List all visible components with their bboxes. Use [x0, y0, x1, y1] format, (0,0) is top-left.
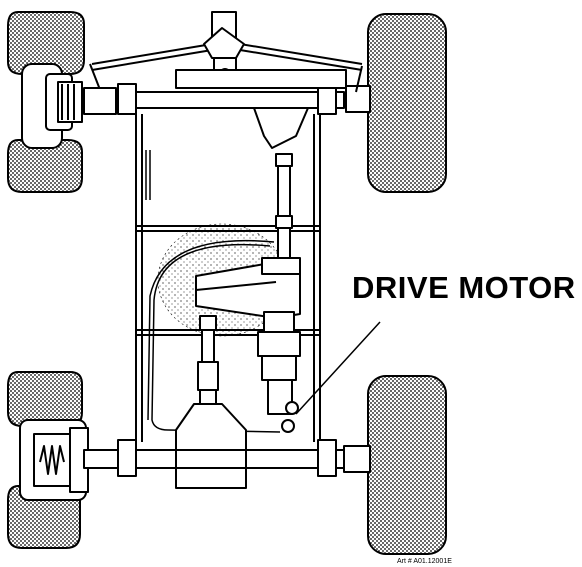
- front-right-tire: [345, 13, 447, 193]
- drive-motor-assembly: [195, 257, 301, 433]
- front-axle: [83, 69, 347, 149]
- front-tie-rod: [89, 43, 363, 101]
- rear-axle: [83, 403, 345, 489]
- drive-motor-label: DRIVE MOTOR: [352, 270, 576, 305]
- rear-left-tire: [7, 371, 89, 549]
- art-number: Art # A01.12001E: [397, 558, 452, 565]
- rear-drive-shaft: [197, 315, 219, 405]
- callout-leader-line: [295, 321, 381, 415]
- rear-right-tire: [343, 375, 447, 555]
- front-left-tire: [7, 11, 85, 193]
- front-drive-shaft: [275, 153, 293, 263]
